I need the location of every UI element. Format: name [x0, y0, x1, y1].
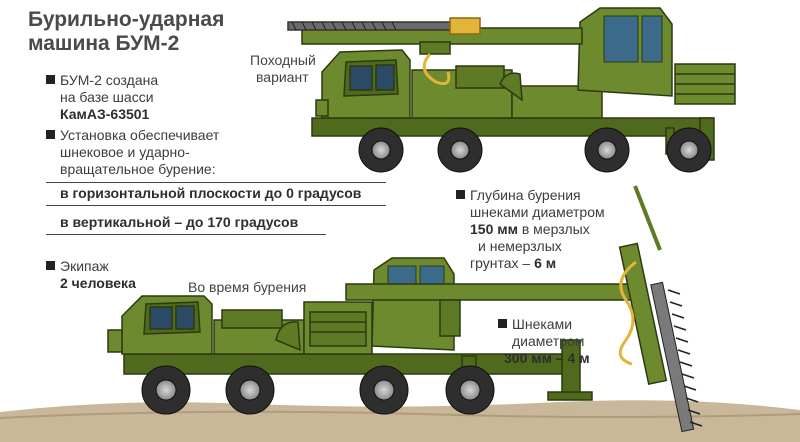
- drill-auger: [650, 281, 703, 433]
- bullet-icon: [498, 319, 507, 328]
- fact-crew: Экипаж 2 человека: [46, 258, 136, 292]
- page-title: Бурильно-ударная машина БУМ-2: [28, 8, 224, 56]
- title-line-2: машина БУМ-2: [28, 32, 180, 55]
- truck-drilling-wheels: [141, 365, 495, 415]
- bullet-icon: [456, 190, 465, 199]
- bullet-icon: [46, 261, 55, 270]
- hydraulic-cable: [618, 260, 637, 366]
- fact-augers: Шнеками диаметром 300 мм – 4 м: [498, 316, 590, 367]
- caption-drilling: Во время бурения: [188, 279, 307, 295]
- ground: [0, 400, 800, 442]
- fact-install: Установка обеспечивает шнековое и ударно…: [46, 127, 219, 178]
- truck-transport: [287, 7, 736, 161]
- truck-transport-wheels: [358, 127, 712, 173]
- bullet-icon: [46, 75, 55, 84]
- caption-transport: Походный вариант: [250, 52, 316, 85]
- divider: [46, 234, 326, 235]
- divider: [46, 205, 386, 206]
- title-line-1: Бурильно-ударная: [28, 8, 225, 31]
- fact-chassis: БУМ-2 создана на базе шасси КамАЗ-63501: [46, 72, 158, 123]
- divider: [46, 182, 386, 183]
- fact-install-horizontal: в горизонтальной плоскости до 0 градусов: [60, 185, 362, 201]
- fact-depth: Глубина бурения шнеками диаметром 150 мм…: [456, 187, 605, 272]
- bullet-icon: [46, 130, 55, 139]
- fact-install-vertical: в вертикальной – до 170 градусов: [60, 214, 299, 230]
